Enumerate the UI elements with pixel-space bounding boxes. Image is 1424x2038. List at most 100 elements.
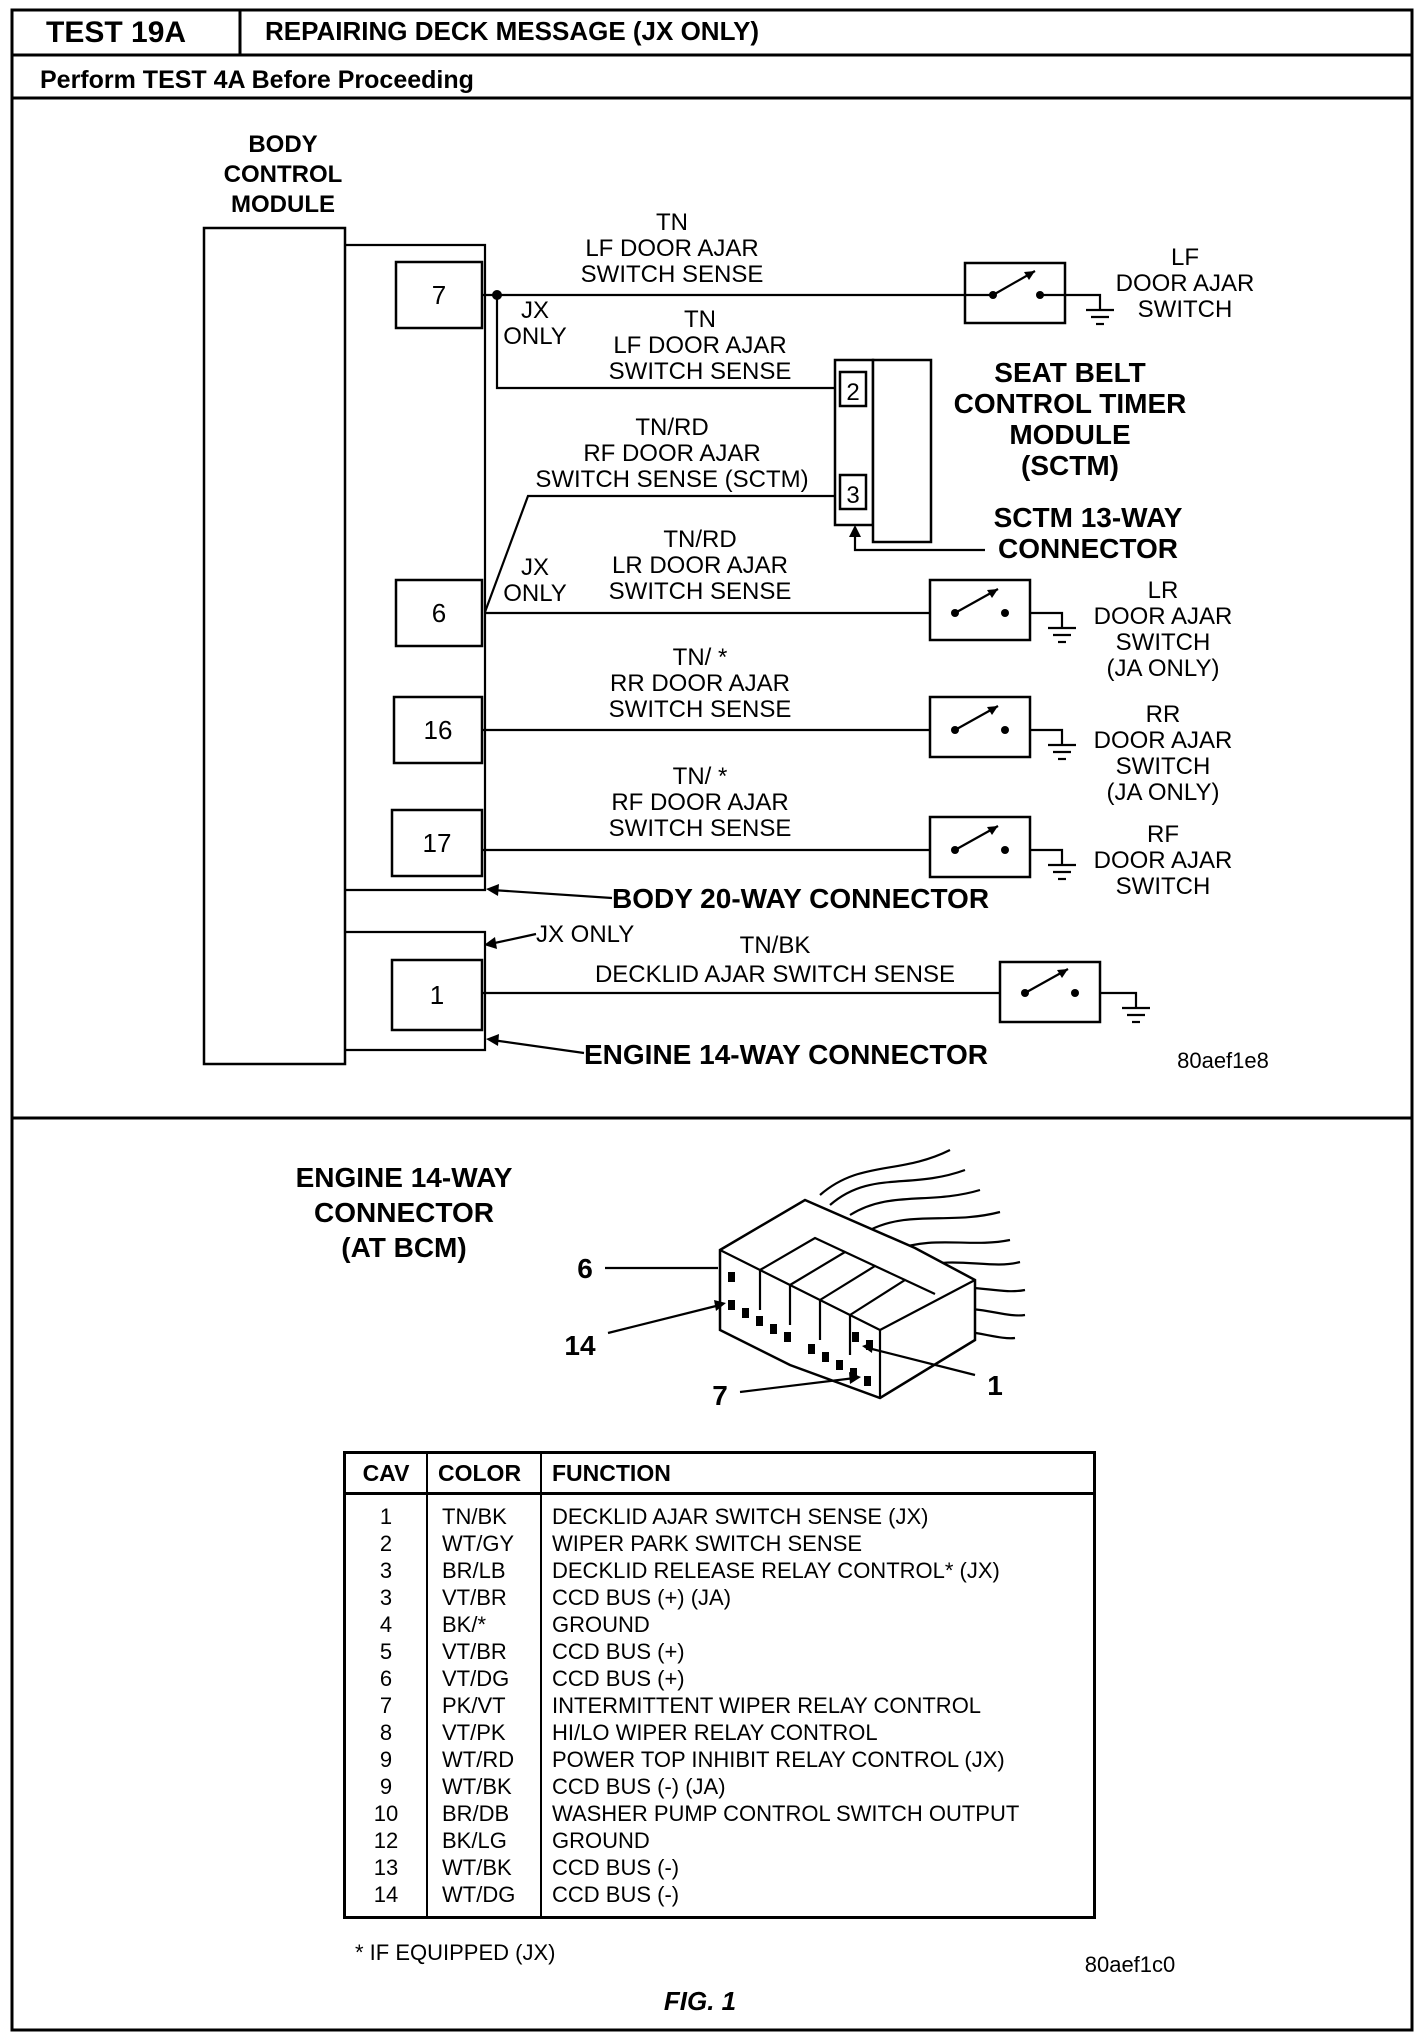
sctm-lf-wire-name: LF DOOR AJAR [613,332,786,359]
callout-14-line [607,1300,726,1335]
cell-color: BR/DB [427,1800,542,1827]
bcm-title-line2: CONTROL [224,161,343,188]
decklid-ajar-switch [998,960,1150,1024]
body-connector-arrow [486,884,613,900]
rr-switch-label-4: (JA ONLY) [1107,779,1220,806]
callout-7-line [739,1372,861,1394]
pin-1-label: 1 [430,980,444,1010]
engine-14-way-connector [345,930,487,1052]
cell-cav: 9 [344,1773,428,1800]
body-connector-label: BODY 20-WAY CONNECTOR [612,883,989,914]
test-title: REPAIRING DECK MESSAGE (JX ONLY) [265,16,759,46]
jx-only-label-2: JX [521,554,549,581]
engine-14-way-connector-illustration [718,1149,1026,1400]
sctm-rf-wire [483,494,835,613]
sctm-lf-wire-function: SWITCH SENSE [609,358,792,385]
cell-function: CCD BUS (+) (JA) [552,1585,732,1610]
footnote: * IF EQUIPPED (JX) [355,1940,555,1965]
rr-wire-color: TN/ * [673,644,728,671]
lf-wire [482,290,965,390]
pin-17-label: 17 [423,828,452,858]
lf-wire-function: SWITCH SENSE [581,261,764,288]
rf-switch-label-1: RF [1147,821,1179,848]
lr-switch-label-3: SWITCH [1116,629,1211,656]
engine-connector-arrow [486,1034,585,1055]
pin-17-box [390,808,484,878]
lr-switch-label-1: LR [1148,577,1179,604]
rr-wire-function: SWITCH SENSE [609,696,792,723]
cell-function: CCD BUS (+) [552,1639,685,1664]
rr-wire-name: RR DOOR AJAR [610,670,790,697]
sctm-rf-wire-color: TN/RD [635,414,708,441]
cell-cav: 12 [344,1827,428,1854]
lr-wire-function: SWITCH SENSE [609,578,792,605]
cell-function: CCD BUS (+) [552,1666,685,1691]
lf-switch-label-3: SWITCH [1138,296,1233,323]
cell-color: VT/BR [427,1638,542,1665]
figure-code-1: 80aef1e8 [1177,1048,1269,1073]
cell-function: CCD BUS (-) [552,1882,680,1907]
cell-cav: 5 [344,1638,428,1665]
cell-color: WT/BK [427,1854,542,1881]
column-header-color: COLOR [427,1452,542,1495]
callout-1-line [862,1342,976,1377]
sctm-module [833,358,985,552]
cell-function: POWER TOP INHIBIT RELAY CONTROL (JX) [552,1747,1005,1772]
lr-wire-color: TN/RD [663,526,736,553]
cell-cav: 4 [344,1611,428,1638]
rf-door-ajar-switch [928,815,1076,881]
cell-color: WT/GY [427,1530,542,1557]
cell-color: WT/RD [427,1746,542,1773]
lf-switch-label-1: LF [1171,244,1199,271]
sctm-title-4: (SCTM) [1021,450,1119,481]
sctm-connector-1: SCTM 13-WAY [994,502,1183,533]
sctm-title-2: CONTROL TIMER [954,388,1187,419]
decklid-wire-color: TN/BK [740,932,811,959]
cell-color: VT/DG [427,1665,542,1692]
lr-switch-label-4: (JA ONLY) [1107,655,1220,682]
test-id: TEST 19A [46,16,186,49]
lr-wire-name: LR DOOR AJAR [612,552,788,579]
lr-switch-label-2: DOOR AJAR [1094,603,1233,630]
cell-color: BK/LG [427,1827,542,1854]
figure-code-2: 80aef1c0 [1085,1952,1176,1977]
rf-switch-label-3: SWITCH [1116,873,1211,900]
cell-cav: 6 [344,1665,428,1692]
cell-function: WASHER PUMP CONTROL SWITCH OUTPUT [552,1801,1020,1826]
cell-function: INTERMITTENT WIPER RELAY CONTROL [552,1693,982,1718]
rf-wire-color: TN/ * [673,763,728,790]
lf-wire-name: LF DOOR AJAR [585,235,758,262]
rr-switch-label-1: RR [1146,701,1181,728]
cell-cav: 14 [344,1881,428,1918]
sctm-title-1: SEAT BELT [994,357,1145,388]
bcm-title-line3: MODULE [231,191,335,218]
cell-color: PK/VT [427,1692,542,1719]
rr-switch-label-2: DOOR AJAR [1094,727,1233,754]
column-header-cav: CAV [344,1452,428,1495]
callout-6: 6 [577,1253,593,1284]
cell-color: VT/BR [427,1584,542,1611]
bcm-title-line1: BODY [248,131,317,158]
jx-only-label: JX [521,297,549,324]
rf-wire-name: RF DOOR AJAR [611,789,788,816]
connector-view-title-1: ENGINE 14-WAY [296,1162,513,1193]
column-header-function: FUNCTION [541,1452,1095,1495]
sctm-pin-3: 3 [846,482,859,509]
cell-cav: 7 [344,1692,428,1719]
pin-7-label: 7 [432,280,446,310]
jx-only-connector-label: JX ONLY [536,921,634,948]
sctm-pin-2: 2 [846,379,859,406]
cell-cav: 3 [344,1557,428,1584]
